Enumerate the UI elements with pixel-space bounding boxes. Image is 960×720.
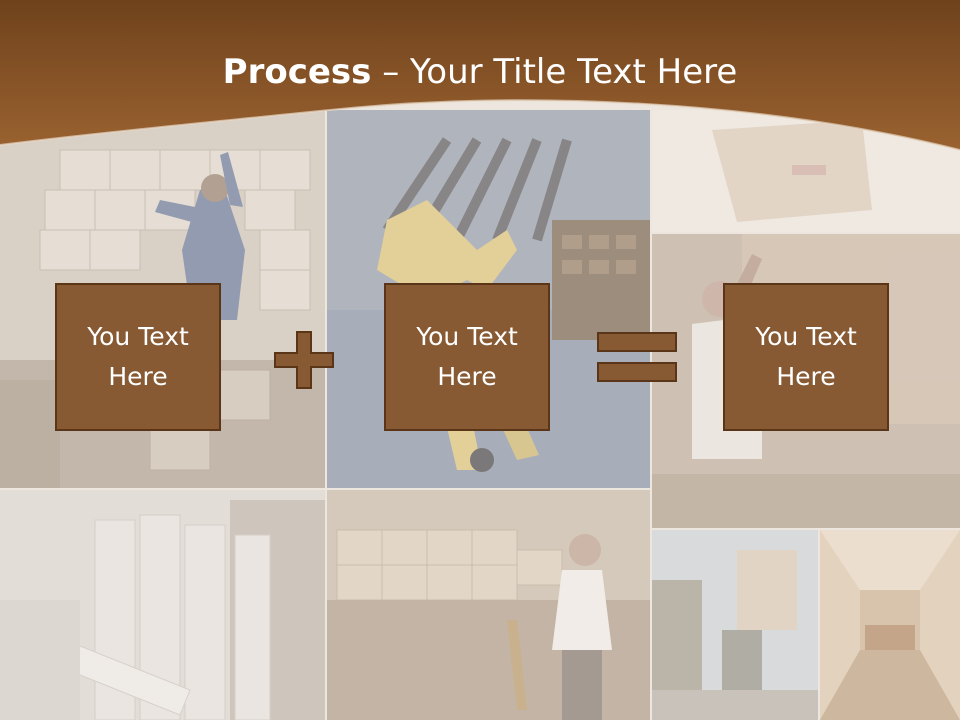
photo-box-closeup xyxy=(652,110,960,232)
process-box-3-text: You Text Here xyxy=(755,322,857,391)
process-box-2[interactable]: You Text Here xyxy=(384,283,550,431)
process-box-3[interactable]: You Text Here xyxy=(723,283,889,431)
photo-boxes-worker xyxy=(327,490,650,720)
photo-forklift xyxy=(652,530,818,720)
process-box-1-text: You Text Here xyxy=(87,322,189,391)
plus-icon xyxy=(274,331,334,389)
equals-icon xyxy=(597,332,677,382)
photo-trailer xyxy=(820,530,960,720)
process-box-2-text: You Text Here xyxy=(416,322,518,391)
title-bold: Process xyxy=(222,52,372,92)
title-dash: – xyxy=(371,52,411,92)
header-band xyxy=(0,0,960,151)
photo-worker-lifting xyxy=(652,234,960,528)
photo-silos xyxy=(0,490,325,720)
slide-title: Process – Your Title Text Here xyxy=(0,52,960,92)
title-text: Your Title Text Here xyxy=(410,52,738,92)
process-box-1[interactable]: You Text Here xyxy=(55,283,221,431)
